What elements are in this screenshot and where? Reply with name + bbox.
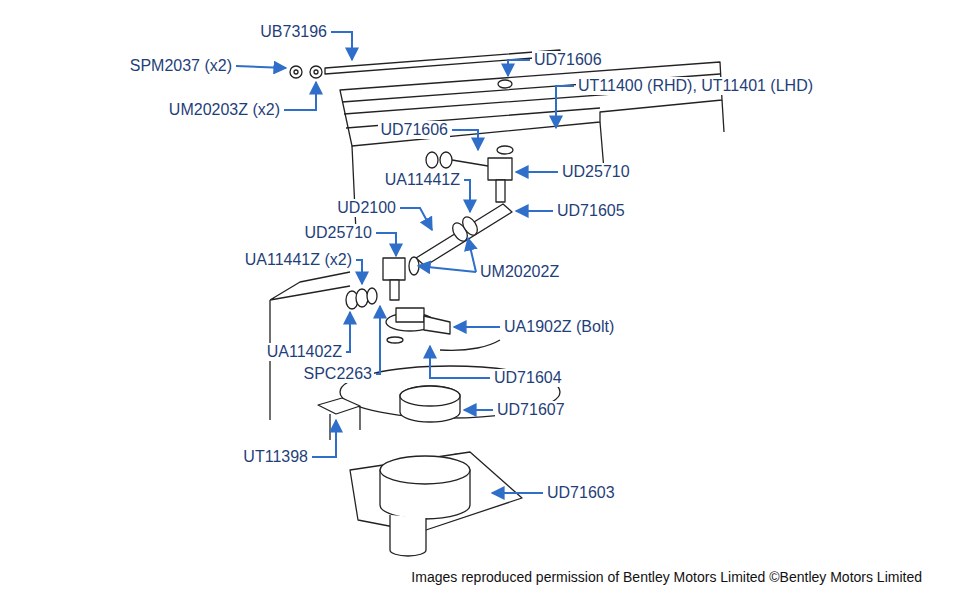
leader-line xyxy=(454,326,500,328)
part-number: UD71606 xyxy=(378,121,450,139)
leader-line xyxy=(464,409,493,411)
part-number: UD25710 xyxy=(560,163,632,181)
leader-line xyxy=(284,82,316,110)
leader-line xyxy=(400,208,432,230)
leader-line xyxy=(236,66,286,68)
part-number: UD2100 xyxy=(335,199,398,217)
part-number: UM20203Z (x2) xyxy=(167,101,282,119)
part-number: UT11398 xyxy=(241,448,310,466)
part-number: SPC2263 xyxy=(302,365,375,383)
part-number: UD71603 xyxy=(545,484,617,502)
part-number: UT11400 (RHD), UT11401 (LHD) xyxy=(576,77,815,95)
leader-line xyxy=(312,420,336,457)
part-number: UD71604 xyxy=(492,369,564,387)
leader-line xyxy=(516,210,553,212)
part-number: UA11402Z xyxy=(265,343,344,361)
leader-line xyxy=(516,171,558,173)
leader-line xyxy=(556,86,574,128)
leader-line xyxy=(418,266,476,272)
part-number: UM20202Z xyxy=(478,263,561,281)
leader-line xyxy=(331,32,352,60)
part-number: UA1902Z (Bolt) xyxy=(502,318,616,336)
scuttle-panel xyxy=(340,62,722,146)
leader-line xyxy=(464,180,470,212)
leader-line xyxy=(452,130,478,150)
leader-line xyxy=(492,492,543,494)
leader-line xyxy=(430,346,490,378)
part-number: UA11441Z xyxy=(383,171,462,189)
copyright-caption: Images reproduced permission of Bentley … xyxy=(411,569,922,585)
part-number: SPM2037 (x2) xyxy=(128,57,234,75)
leader-line xyxy=(468,238,476,272)
part-number: UD71607 xyxy=(495,401,567,419)
part-number: UD25710 xyxy=(302,224,374,242)
leader-line xyxy=(346,312,350,352)
leader-line xyxy=(376,306,380,374)
part-number: UA11441Z (x2) xyxy=(243,251,354,269)
rack-rod xyxy=(325,50,560,74)
leader-line xyxy=(508,60,530,76)
leader-line xyxy=(376,233,396,256)
part-number: UD71605 xyxy=(555,202,627,220)
part-number: UB73196 xyxy=(258,23,329,41)
leader-line xyxy=(356,260,362,284)
part-number: UD71606 xyxy=(532,51,604,69)
